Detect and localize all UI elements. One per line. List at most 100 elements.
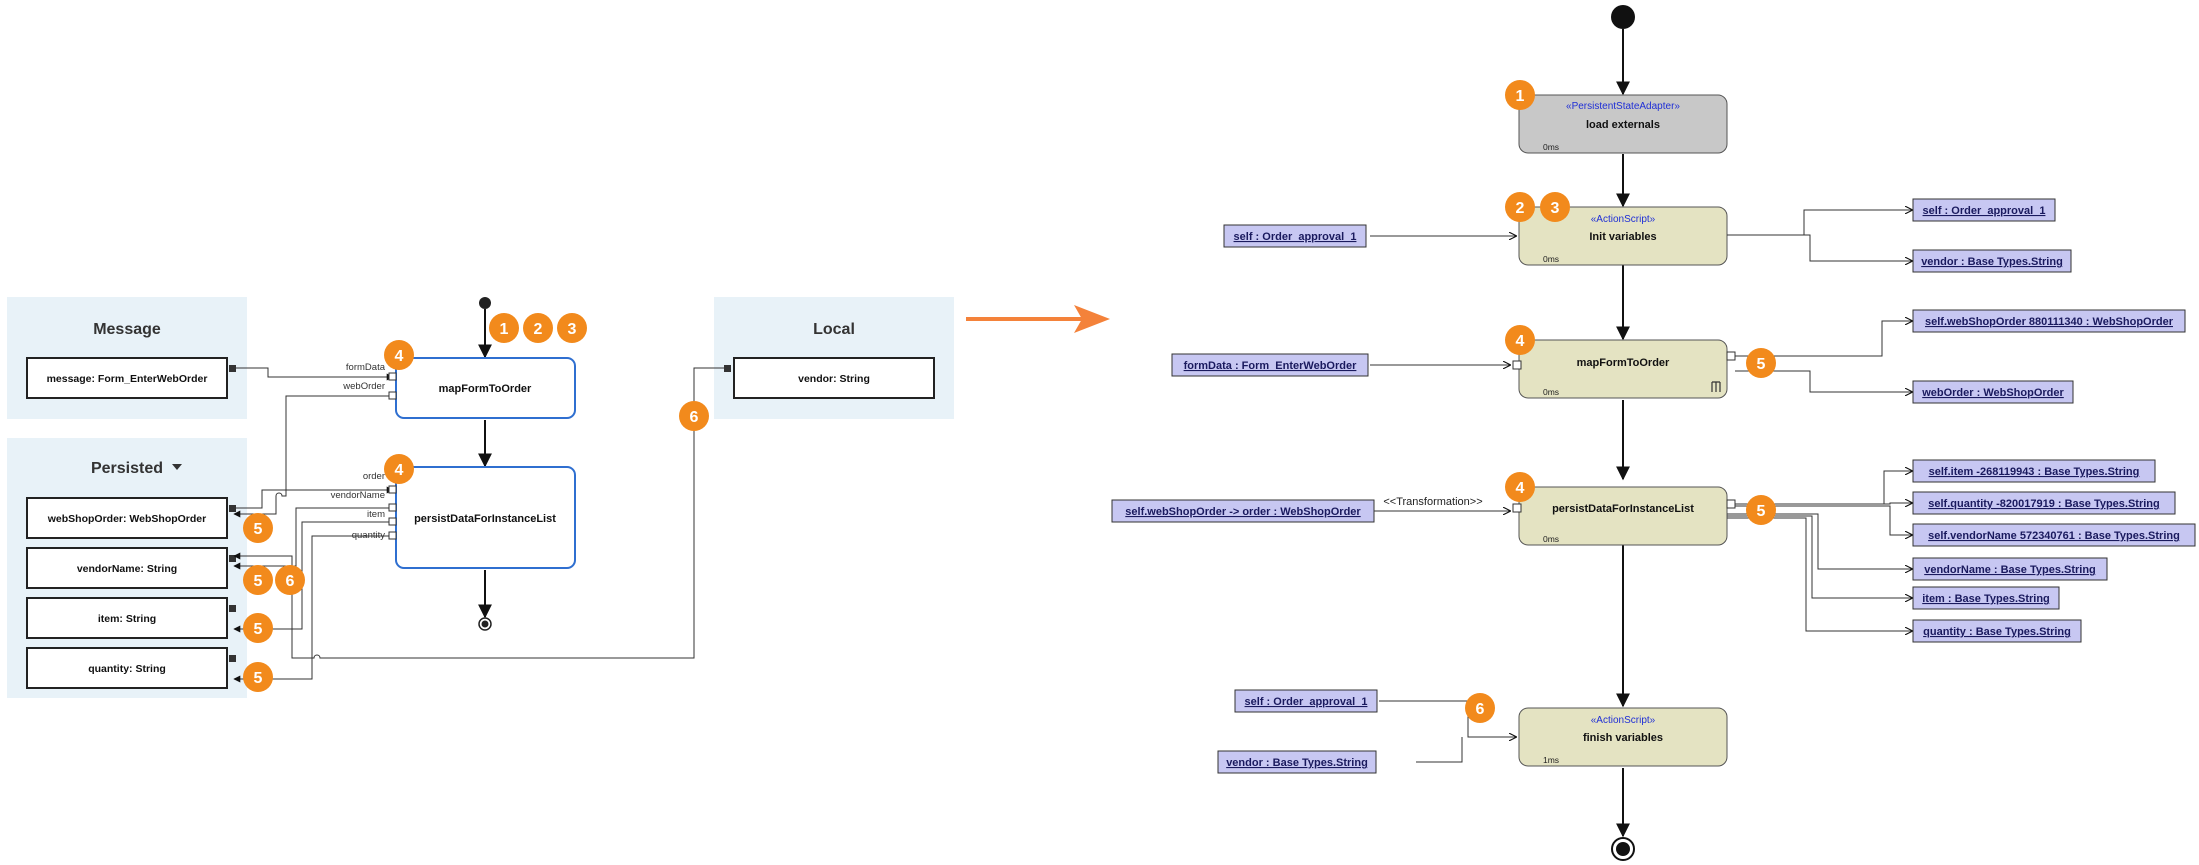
svg-text:self : Order_approval_1: self : Order_approval_1 — [1923, 205, 2046, 217]
svg-text:webShopOrder: WebShopOrder: webShopOrder: WebShopOrder — [47, 513, 206, 525]
object-persist-out3[interactable]: self.vendorName 572340761 : Base Types.S… — [1912, 523, 2196, 547]
var-vendor[interactable]: vendor: String — [724, 357, 935, 399]
pin-vendorname[interactable] — [388, 503, 397, 512]
pin-formdata[interactable] — [388, 372, 397, 381]
object-map-in[interactable]: formData : Form_EnterWebOrder — [1171, 353, 1369, 377]
svg-text:self : Order_approval_1: self : Order_approval_1 — [1234, 231, 1357, 243]
initial-node-icon — [479, 297, 491, 309]
message-panel-title: Message — [93, 321, 161, 338]
svg-text:quantity : Base Types.String: quantity : Base Types.String — [1923, 626, 2071, 638]
activity-persistdata[interactable]: persistDataForInstanceList — [395, 466, 576, 569]
badge: 1 — [1505, 80, 1535, 110]
svg-text:5: 5 — [254, 670, 263, 687]
badge: 5 — [243, 565, 273, 595]
pin-label-item: item — [367, 509, 385, 520]
svg-text:vendor : Base Types.String: vendor : Base Types.String — [1921, 256, 2063, 268]
svg-text:self.vendorName 572340761 : Ba: self.vendorName 572340761 : Base Types.S… — [1928, 530, 2180, 542]
svg-text:0ms: 0ms — [1543, 534, 1559, 544]
svg-text:«PersistentStateAdapter»: «PersistentStateAdapter» — [1566, 101, 1680, 112]
svg-text:5: 5 — [1757, 356, 1766, 373]
object-persist-out4[interactable]: vendorName : Base Types.String — [1912, 557, 2108, 581]
svg-text:self.quantity -820017919 : Bas: self.quantity -820017919 : Base Types.St… — [1928, 498, 2160, 510]
fork-icon — [1711, 381, 1721, 392]
svg-text:mapFormToOrder: mapFormToOrder — [439, 383, 532, 395]
svg-text:5: 5 — [1757, 503, 1766, 520]
svg-text:5: 5 — [254, 573, 263, 590]
pin[interactable] — [1512, 503, 1522, 513]
var-item[interactable]: item: String — [26, 597, 236, 639]
svg-text:2: 2 — [534, 321, 543, 338]
pin-order[interactable] — [388, 485, 397, 494]
svg-text:mapFormToOrder: mapFormToOrder — [1577, 357, 1670, 369]
svg-text:5: 5 — [254, 521, 263, 538]
final-node-icon — [1611, 837, 1635, 861]
left-flow: mapFormToOrder formData webOrder persist… — [233, 297, 724, 692]
pin-label-quantity: quantity — [352, 530, 386, 541]
svg-text:self.webShopOrder -> order : W: self.webShopOrder -> order : WebShopOrde… — [1125, 506, 1361, 518]
object-map-out2[interactable]: webOrder : WebShopOrder — [1912, 380, 2074, 404]
object-persist-out6[interactable]: quantity : Base Types.String — [1912, 619, 2082, 643]
object-init-in[interactable]: self : Order_approval_1 — [1223, 224, 1367, 248]
pin-weborder[interactable] — [388, 391, 397, 400]
node-persistdata[interactable]: persistDataForInstanceList 0ms — [1518, 486, 1728, 546]
svg-text:finish variables: finish variables — [1583, 732, 1663, 744]
svg-text:Init variables: Init variables — [1589, 231, 1656, 243]
object-persist-out5[interactable]: item : Base Types.String — [1912, 586, 2060, 610]
badge: 2 — [523, 313, 553, 343]
var-message[interactable]: message: Form_EnterWebOrder — [26, 357, 236, 399]
svg-text:1ms: 1ms — [1543, 755, 1559, 765]
svg-text:4: 4 — [395, 462, 404, 479]
svg-text:formData : Form_EnterWebOrder: formData : Form_EnterWebOrder — [1184, 360, 1357, 372]
local-panel: Local vendor: String — [714, 297, 954, 419]
object-finish-in1[interactable]: self : Order_approval_1 — [1234, 689, 1378, 713]
pin[interactable] — [1512, 360, 1522, 370]
badge: 5 — [1746, 348, 1776, 378]
pin-label-order: order — [363, 471, 385, 482]
svg-text:persistDataForInstanceList: persistDataForInstanceList — [414, 513, 556, 525]
svg-text:quantity: String: quantity: String — [88, 663, 166, 675]
object-persist-out2[interactable]: self.quantity -820017919 : Base Types.St… — [1912, 491, 2176, 515]
svg-text:4: 4 — [1516, 480, 1525, 497]
persisted-panel: Persisted webShopOrder: WebShopOrder ven… — [7, 438, 247, 698]
pin-label-vendorname: vendorName — [331, 490, 385, 501]
right-diagram: «PersistentStateAdapter» load externals … — [1111, 5, 2196, 861]
svg-text:vendorName: String: vendorName: String — [77, 563, 177, 575]
badge: 5 — [243, 662, 273, 692]
initial-node-icon — [1611, 5, 1635, 29]
svg-text:6: 6 — [1476, 701, 1485, 718]
node-mapformtoorder[interactable]: mapFormToOrder 0ms — [1518, 339, 1728, 399]
node-init-variables[interactable]: «ActionScript» Init variables 0ms — [1518, 206, 1728, 266]
activity-mapformtoorder[interactable]: mapFormToOrder — [395, 357, 576, 419]
node-load-externals[interactable]: «PersistentStateAdapter» load externals … — [1518, 94, 1728, 154]
object-persist-in[interactable]: self.webShopOrder -> order : WebShopOrde… — [1111, 499, 1375, 523]
svg-text:self.item -268119943 : Base Ty: self.item -268119943 : Base Types.String — [1929, 466, 2140, 478]
pin[interactable] — [1726, 499, 1736, 509]
svg-text:«ActionScript»: «ActionScript» — [1591, 214, 1656, 225]
object-map-out1[interactable]: self.webShopOrder 880111340 : WebShopOrd… — [1912, 309, 2186, 333]
svg-text:2: 2 — [1516, 200, 1525, 217]
object-finish-in2[interactable]: vendor : Base Types.String — [1217, 750, 1377, 774]
var-vendorname[interactable]: vendorName: String — [26, 547, 236, 589]
svg-text:item : Base Types.String: item : Base Types.String — [1922, 593, 2050, 605]
transformation-label: <<Transformation>> — [1383, 496, 1482, 508]
var-webshoporder[interactable]: webShopOrder: WebShopOrder — [26, 497, 236, 539]
pin[interactable] — [1726, 351, 1736, 361]
object-init-out2[interactable]: vendor : Base Types.String — [1912, 249, 2072, 273]
persisted-panel-title: Persisted — [91, 460, 163, 477]
pin-quantity[interactable] — [388, 531, 397, 540]
badge: 3 — [1540, 192, 1570, 222]
svg-text:3: 3 — [568, 321, 577, 338]
caret-down-icon[interactable] — [172, 464, 182, 470]
svg-text:vendor: String: vendor: String — [798, 373, 870, 385]
pin-item[interactable] — [388, 517, 397, 526]
var-quantity[interactable]: quantity: String — [26, 647, 236, 689]
pin-label-formdata: formData — [346, 362, 386, 373]
svg-text:1: 1 — [500, 321, 509, 338]
object-init-out1[interactable]: self : Order_approval_1 — [1912, 198, 2056, 222]
message-panel: Message message: Form_EnterWebOrder — [7, 297, 247, 419]
svg-text:0ms: 0ms — [1543, 142, 1559, 152]
svg-text:0ms: 0ms — [1543, 254, 1559, 264]
object-persist-out1[interactable]: self.item -268119943 : Base Types.String — [1912, 459, 2156, 483]
node-finish-variables[interactable]: «ActionScript» finish variables 1ms — [1518, 707, 1728, 767]
